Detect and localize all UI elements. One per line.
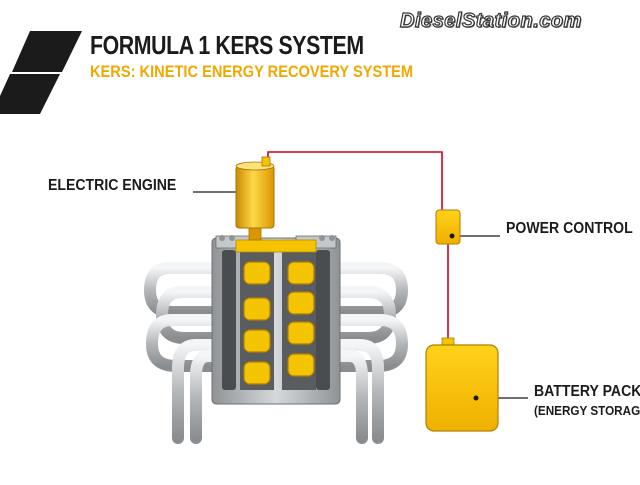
brand-logo-shape [0, 31, 82, 114]
label-electric-engine: ELECTRIC ENGINE [48, 177, 177, 194]
page-title: FORMULA 1 KERS SYSTEM [90, 30, 364, 60]
electric-motor [235, 156, 275, 241]
page-subtitle: KERS: KINETIC ENERGY RECOVERY SYSTEM [90, 62, 414, 81]
label-battery-pack-sub: (ENERGY STORAGE) [534, 403, 640, 418]
battery-pack-unit [425, 337, 499, 432]
engine-block [211, 235, 341, 405]
power-control-unit [435, 209, 461, 245]
label-power-control: POWER CONTROL [506, 220, 633, 237]
intake-ports [243, 261, 315, 385]
exhaust-pipes-right [332, 262, 409, 444]
watermark: DieselStation.com [399, 9, 582, 32]
exhaust-pipes-left [143, 262, 220, 444]
label-battery-pack: BATTERY PACK [534, 383, 640, 400]
